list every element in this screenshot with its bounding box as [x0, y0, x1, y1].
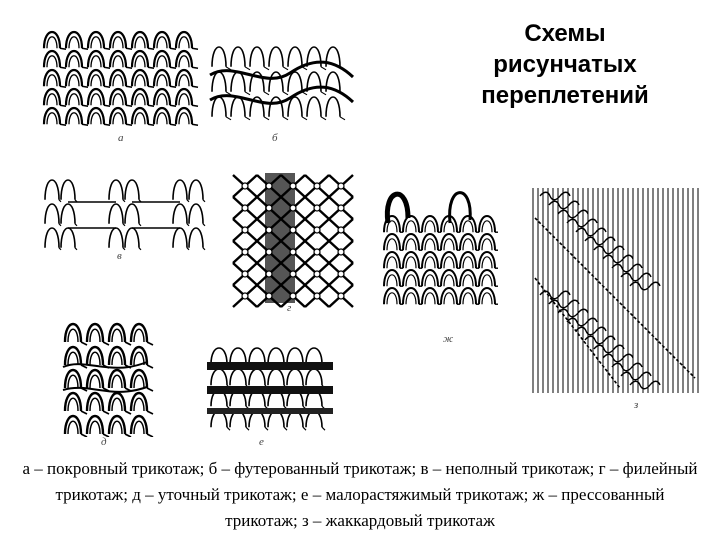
knit-pattern-g — [232, 173, 354, 308]
diagram-d — [55, 312, 155, 437]
title-line-2: рисунчатых — [493, 51, 637, 78]
tag-e: е — [259, 436, 264, 448]
title-line-3: переплетений — [481, 82, 649, 109]
knit-pattern-a — [42, 30, 199, 126]
diagram-z — [530, 188, 700, 398]
knit-pattern-b — [209, 46, 355, 121]
diagram-zh — [378, 178, 508, 313]
diagram-a — [40, 20, 210, 135]
knit-pattern-d — [62, 322, 154, 437]
figure-caption: а – покровный трикотаж; б – футерованный… — [22, 459, 698, 530]
knit-pattern-e — [207, 347, 333, 431]
tag-d: д — [101, 436, 107, 448]
slide-title: Схемы рисунчатых переплетений — [470, 18, 660, 111]
tag-z: з — [634, 399, 639, 411]
diagram-b — [205, 35, 355, 130]
diagram-v — [38, 170, 213, 260]
tag-g: г — [287, 302, 292, 314]
tag-zh: ж — [443, 333, 454, 345]
diagram-g — [225, 165, 355, 310]
tag-a: а — [118, 132, 124, 144]
title-line-1: Схемы — [524, 20, 606, 47]
tag-b: б — [272, 132, 278, 144]
diagram-e — [203, 338, 338, 438]
knit-pattern-z — [532, 188, 699, 393]
knit-pattern-v — [44, 179, 206, 251]
knit-pattern-zh — [383, 191, 498, 305]
tag-v: в — [117, 250, 122, 262]
